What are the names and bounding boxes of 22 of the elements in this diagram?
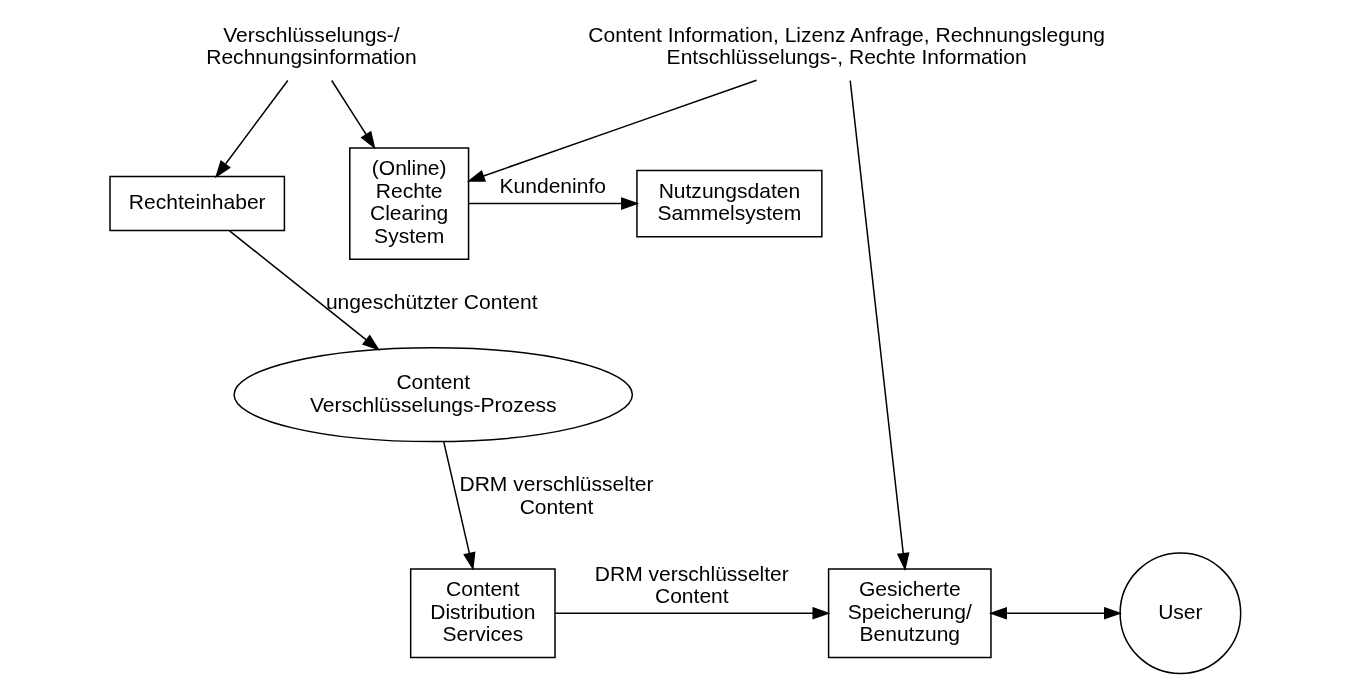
node-box: Rechteinhaber (109, 175, 286, 232)
arrow (443, 441, 476, 571)
edge-label: DRM verschlüsselter Content (594, 561, 789, 608)
arrow (849, 79, 910, 571)
node-box: Nutzungsdaten Sammelsystem (636, 169, 823, 238)
arrow (988, 606, 1123, 620)
node-ellipse: Content Verschlüsselungs-Prozess (233, 346, 634, 443)
node-box: Content Distribution Services (409, 568, 556, 659)
node-box: (Online) Rechte Clearing System (349, 147, 470, 260)
arrow (214, 79, 289, 179)
node-text: Content Information, Lizenz Anfrage, Rechnungslegung Entschlüsselungs-, Rechte Information (588, 22, 1106, 69)
arrow (466, 79, 758, 182)
node-box: Gesicherte Speicherung/ Benutzung (827, 568, 992, 659)
arrow (467, 197, 640, 210)
arrow (554, 606, 831, 620)
edge-label: DRM verschlüsselter Content (459, 472, 654, 518)
arrow (228, 230, 380, 351)
arrow (330, 79, 376, 150)
edge-label: Kundeninfo (499, 174, 606, 198)
node-text: Verschlüsselungs-/ Rechnungsinformation (206, 22, 417, 69)
edge-label: ungeschützter Content (325, 290, 538, 314)
node-circle: User (1119, 552, 1242, 675)
